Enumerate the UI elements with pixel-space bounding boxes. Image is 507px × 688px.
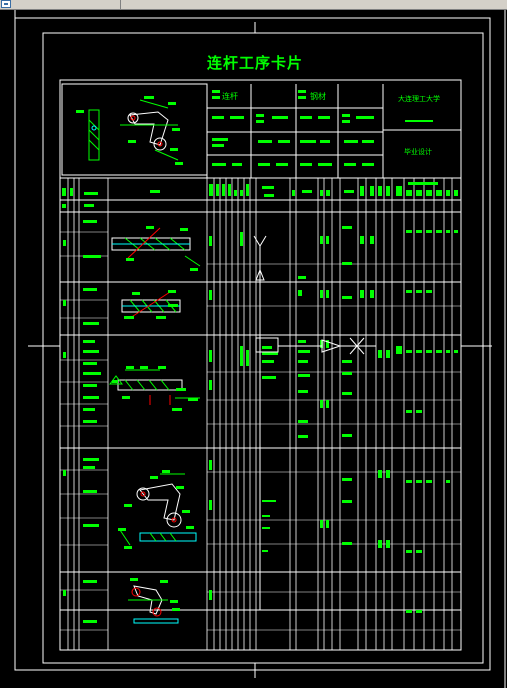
step-sketch-1 [111,227,201,267]
material-value: 钢材 [310,92,326,101]
sketch-tags [112,226,198,611]
header-sketch [88,99,179,161]
step-sketch-4 [119,473,197,546]
inner-frame [42,32,484,664]
sketch-box [61,83,208,176]
window-titlebar [0,0,507,10]
step-sketch-5 [128,585,179,624]
header-fields [212,90,433,166]
document-icon[interactable] [1,0,11,8]
header-sketch-tags [76,96,183,165]
step-sketch-3 [109,369,200,405]
operation-entries [209,226,458,613]
titlebar-divider [120,0,121,9]
card-frame [59,79,462,651]
part-name-value: 连杆 [222,92,238,101]
step-number-entries [63,220,101,623]
flow-lines [253,235,376,610]
table-header-labels [62,182,458,208]
outer-frame [14,17,491,671]
drawing-canvas[interactable] [0,10,507,688]
design-label: 毕业设计 [404,148,432,156]
card-title: 连杆工序卡片 [206,54,303,72]
school-name: 大连理工大学 [398,95,440,103]
table-columns [67,178,453,650]
